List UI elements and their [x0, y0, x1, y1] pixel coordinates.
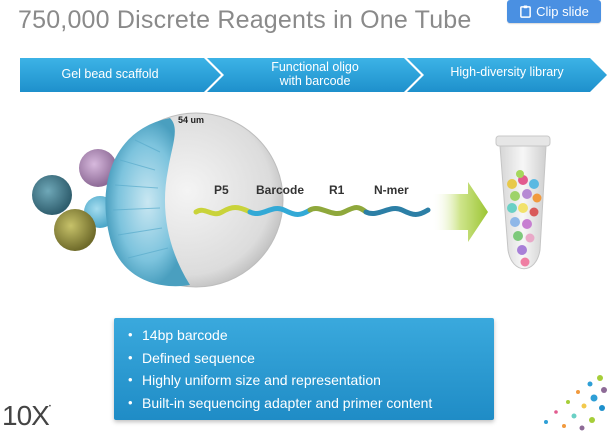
feature-list-box: 14bp barcode Defined sequence Highly uni… — [114, 318, 494, 420]
flow-step-2-shape — [207, 58, 421, 92]
logo-dot-icon: • — [48, 404, 51, 410]
bead-fuzz — [105, 118, 190, 287]
gel-bead-illustration: 54 um P5 Barcode R1 N-mer — [32, 112, 551, 288]
logo-text: 10X — [2, 400, 50, 431]
flow-step-1-shape — [20, 58, 221, 92]
small-bead-teal — [32, 175, 72, 215]
decorative-dots — [544, 375, 607, 431]
flow-step-3: High-diversity library — [450, 65, 564, 79]
slide-title: 750,000 Discrete Reagents in One Tube — [18, 6, 472, 34]
oligo-label-p5: P5 — [214, 183, 229, 197]
oligo-label-barcode: Barcode — [256, 183, 304, 197]
small-bead-olive — [54, 209, 96, 251]
flow-step-3-shape — [407, 58, 607, 92]
green-arrow — [432, 182, 488, 242]
feature-list: 14bp barcode Defined sequence Highly uni… — [114, 318, 494, 414]
clip-slide-button[interactable]: Clip slide — [507, 0, 601, 23]
process-flow: Gel bead scaffold Functional oligo with … — [0, 56, 608, 94]
tube-beads — [507, 170, 542, 267]
flow-step-2: Functional oligo with barcode — [271, 60, 359, 88]
size-label: 54 um — [178, 115, 204, 125]
feature-item: Highly uniform size and representation — [128, 369, 494, 392]
company-logo: 10X• — [2, 400, 51, 432]
feature-item: Built-in sequencing adapter and primer c… — [128, 392, 494, 415]
oligo-label-nmer: N-mer — [374, 183, 409, 197]
clip-slide-label: Clip slide — [536, 4, 589, 19]
oligo-label-r1: R1 — [329, 183, 345, 197]
oligo-strand-nmer — [363, 206, 431, 217]
process-flow-arrows — [20, 58, 607, 92]
oligo-strand-r1 — [307, 205, 369, 216]
oligo-strand-barcode — [247, 206, 313, 217]
clip-icon — [520, 5, 532, 18]
feature-item: Defined sequence — [128, 347, 494, 370]
small-bead-purple — [79, 149, 117, 187]
flow-step-1: Gel bead scaffold — [61, 67, 159, 81]
bead-fibers — [112, 139, 169, 259]
feature-item: 14bp barcode — [128, 324, 494, 347]
oligo-strand-p5 — [193, 205, 253, 217]
